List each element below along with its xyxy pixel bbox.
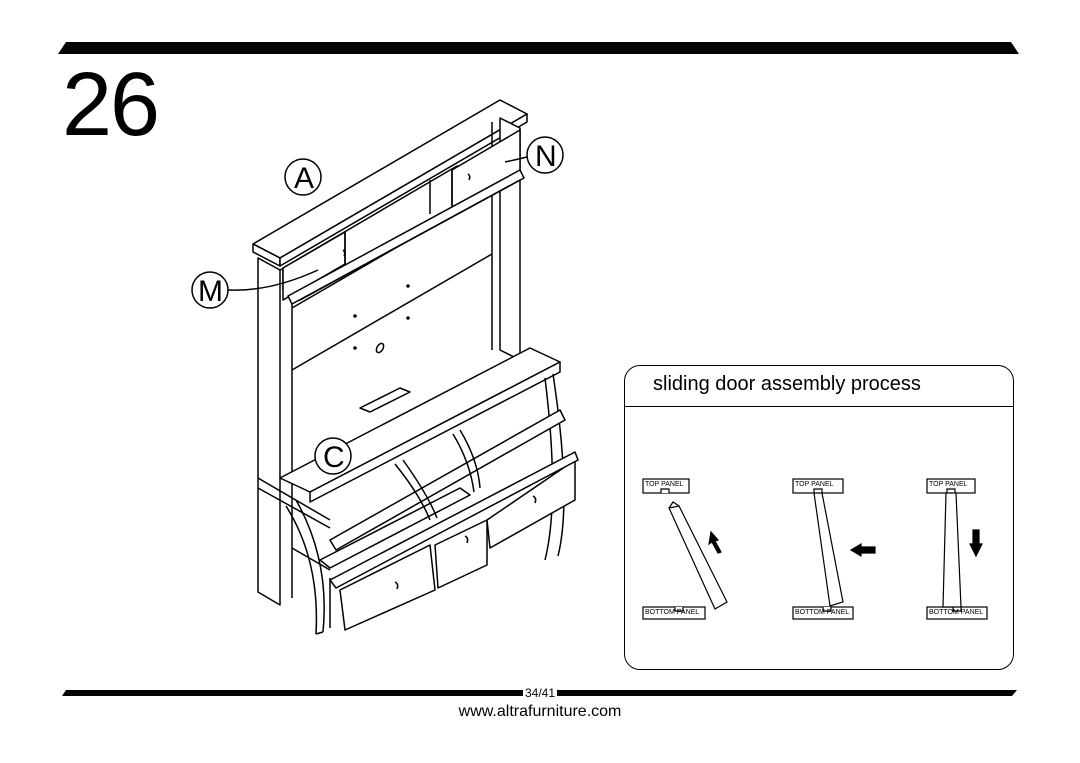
inset-divider [625,406,1013,407]
top-panel-label-3: TOP PANEL [929,481,968,488]
step-diagram-3 [926,478,988,620]
footer-url: www.altrafurniture.com [458,703,622,720]
top-panel-label-1: TOP PANEL [645,481,684,488]
callout-a: A [294,162,315,195]
callout-c: C [323,441,345,474]
bottom-panel-label-1: BOTTOM PANEL [645,609,700,616]
sliding-door-inset: sliding door assembly process [624,365,1014,670]
page-number: 34/41 [522,686,558,700]
entertainment-center-drawing [191,99,579,635]
callout-n: N [535,140,557,173]
step-diagram-2 [792,478,876,620]
header-rule [58,42,1019,54]
step-diagram-1 [642,478,728,620]
left-arrow [849,542,876,558]
inset-title: sliding door assembly process [653,373,921,395]
up-right-arrow [708,530,722,554]
callout-m: M [198,275,223,308]
bottom-panel-label-2: BOTTOM PANEL [795,609,850,616]
bottom-panel-label-3: BOTTOM PANEL [929,609,984,616]
door-steps-diagram [642,478,988,620]
down-arrow [969,529,983,558]
top-panel-label-2: TOP PANEL [795,481,834,488]
step-number: 26 [62,55,160,155]
